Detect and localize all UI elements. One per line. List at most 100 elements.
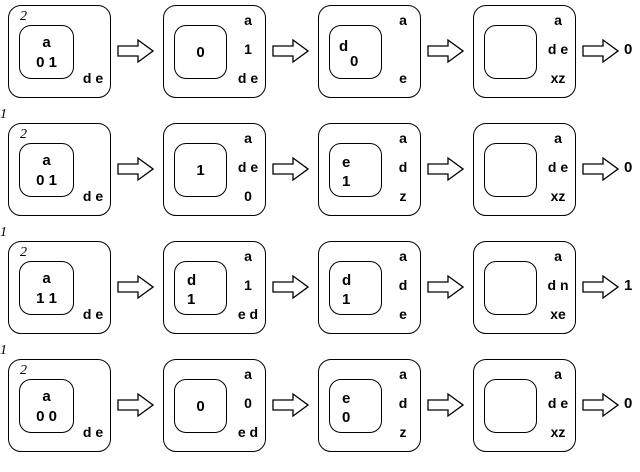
state-label-line: xe xyxy=(550,306,566,322)
state-label-line: a xyxy=(554,366,562,382)
transition-arrow-icon xyxy=(117,38,154,64)
state-labels: d e xyxy=(75,246,111,332)
row-index-label: 1 xyxy=(0,0,7,4)
state-box: 0 a 1 d e xyxy=(163,5,266,98)
state-box-index-label: 2 xyxy=(20,127,27,142)
state-box: 0 a 0 e d xyxy=(163,359,266,452)
inner-symbol-bottom: 0 1 xyxy=(36,54,57,71)
state-label-line: 1 xyxy=(244,41,252,57)
state-label-line: d xyxy=(398,159,408,175)
state-labels: d e xyxy=(75,10,111,96)
inner-state-box: a 0 1 xyxy=(19,25,74,79)
state-box-index-label: 2 xyxy=(20,9,27,24)
inner-symbol-upper: d xyxy=(339,38,349,55)
state-label-line: e d xyxy=(237,306,259,322)
transition-arrow-icon xyxy=(272,38,309,64)
state-label-line: a xyxy=(554,248,562,264)
state-label-line: a xyxy=(554,130,562,146)
transition-arrow-icon xyxy=(427,38,464,64)
state-label-line: d xyxy=(398,277,408,293)
state-label-line: d e xyxy=(237,70,259,86)
inner-state-box xyxy=(484,25,537,79)
state-label-line: a xyxy=(244,12,252,28)
state-label-line: a xyxy=(399,248,407,264)
state-label-line: xz xyxy=(550,424,566,440)
transition-arrow-icon xyxy=(272,274,309,300)
state-box-index-label: 2 xyxy=(20,245,27,260)
state-labels: a 0 e d xyxy=(230,364,266,450)
inner-symbol-top: a xyxy=(42,388,51,405)
inner-state-box xyxy=(484,261,537,315)
state-label-line: 0 xyxy=(244,395,252,411)
state-box: a d e xz xyxy=(473,5,576,98)
state-label-line: d e xyxy=(547,41,569,57)
state-box-index-label: 2 xyxy=(20,363,27,378)
inner-symbol-upper: e xyxy=(342,390,351,407)
state-label-line: d e xyxy=(547,159,569,175)
state-label-line: xz xyxy=(550,70,566,86)
state-labels: d e xyxy=(75,364,111,450)
transition-arrow-icon xyxy=(427,156,464,182)
inner-state-box: 0 xyxy=(174,25,227,79)
state-label-line: 0 xyxy=(244,188,252,204)
transition-arrow-icon xyxy=(582,38,619,64)
inner-symbol-bottom: 1 1 xyxy=(36,290,57,307)
inner-symbol-upper: d xyxy=(342,272,352,289)
inner-symbol-lower: 1 xyxy=(342,173,351,190)
state-label-line: a xyxy=(244,366,252,382)
transition-arrow-icon xyxy=(427,392,464,418)
row-index-label: 1 xyxy=(0,343,7,358)
result-value: 0 xyxy=(624,41,633,58)
transition-arrow-icon xyxy=(117,392,154,418)
inner-symbol-lower: 1 xyxy=(187,291,196,308)
transition-arrow-icon xyxy=(117,156,154,182)
inner-state-box xyxy=(484,143,537,197)
inner-symbol-bottom: 0 1 xyxy=(36,172,57,189)
state-label-line: e d xyxy=(237,424,259,440)
inner-symbol: 0 xyxy=(196,43,205,61)
state-label-line: d xyxy=(398,395,408,411)
transition-arrow-icon xyxy=(582,156,619,182)
state-label-line: a xyxy=(554,12,562,28)
state-label-line: a xyxy=(244,130,252,146)
inner-state-box xyxy=(484,379,537,433)
result-value: 1 xyxy=(624,277,633,294)
state-label-line: d e xyxy=(82,70,104,86)
state-label-line: a xyxy=(399,130,407,146)
inner-symbol: 1 xyxy=(196,161,205,179)
inner-symbol-lower: 0 xyxy=(342,409,351,426)
state-label-line: a xyxy=(399,366,407,382)
inner-state-box: 1 xyxy=(174,143,227,197)
state-label-line: z xyxy=(399,424,407,440)
inner-symbol-top: a xyxy=(42,34,51,51)
state-label-line: a xyxy=(244,248,252,264)
inner-symbol: 0 xyxy=(196,397,205,415)
state-label-line: z xyxy=(399,188,407,204)
state-label-line: a xyxy=(399,12,407,28)
inner-symbol-lower: 1 xyxy=(342,291,351,308)
